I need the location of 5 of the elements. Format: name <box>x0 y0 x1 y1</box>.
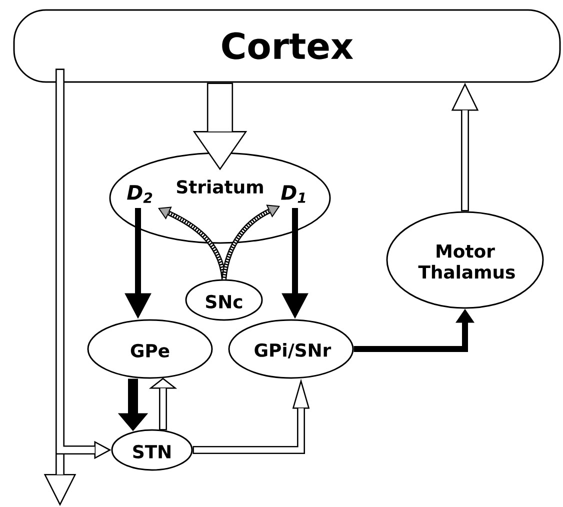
arrow <box>158 206 226 280</box>
arrow <box>222 204 280 280</box>
cortex-band: Cortex <box>13 9 561 83</box>
receptor-label: D$_{1}$ <box>281 185 306 203</box>
receptor-label: D$_{2}$ <box>127 185 152 203</box>
